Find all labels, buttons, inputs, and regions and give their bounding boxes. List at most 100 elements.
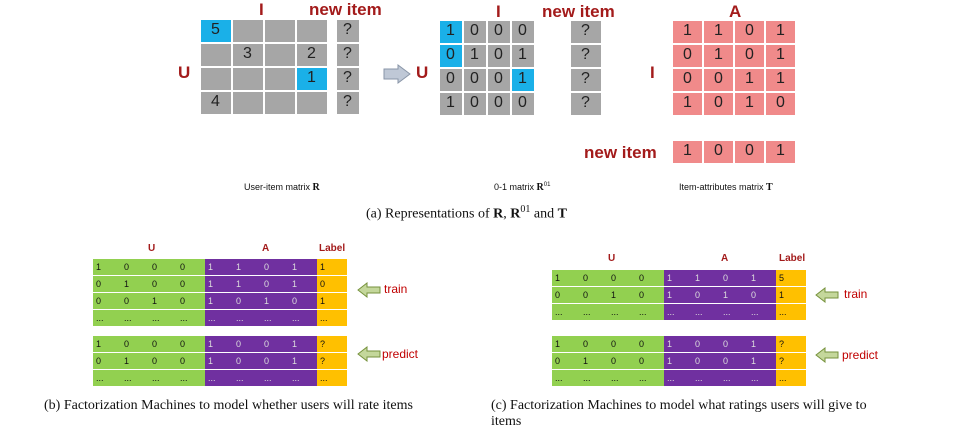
matrix-r-caption-symbol: R [312, 182, 320, 193]
fm-cell: ... [636, 304, 664, 320]
fm-cell: 0 [636, 287, 664, 303]
matrix-t-cell: 1 [766, 69, 795, 91]
fm-cell: ... [664, 370, 692, 386]
fm-cell: 1 [149, 293, 177, 309]
fm-cell: 0 [121, 259, 149, 275]
matrix-t-cell: 1 [704, 45, 733, 67]
matrix-r01-cell: 1 [512, 45, 534, 67]
fm-cell: 1 [205, 276, 233, 292]
matrix-t-cell: 0 [735, 21, 764, 43]
fm-cell: 1 [580, 353, 608, 369]
matrix-t-cell-value: 0 [745, 46, 754, 63]
matrix-r01-cell-value: 0 [446, 70, 455, 87]
caption-a-sup: 01 [520, 204, 531, 215]
matrix-r01-cell-value: 0 [470, 70, 479, 87]
matrix-t-col-label: A [729, 2, 742, 21]
fm-cell: ... [93, 370, 121, 386]
matrix-t-caption: Item-attributes matrix T [679, 182, 773, 193]
caption-a-comma: , [503, 206, 511, 222]
fm-cell: ... [692, 370, 720, 386]
fm-cell: ... [205, 310, 233, 326]
fm-cell: 1 [205, 259, 233, 275]
fm-cell: ... [636, 370, 664, 386]
fm-cell: ? [317, 353, 347, 369]
fm-cell: ... [552, 304, 580, 320]
caption-a-t: T [557, 206, 567, 222]
fm-cell: 1 [93, 336, 121, 352]
fm-cell: 0 [692, 287, 720, 303]
fm-cell: 0 [636, 336, 664, 352]
fm-c-header-label: Label [779, 253, 806, 264]
fm-cell: 0 [261, 276, 289, 292]
matrix-r01-cell: 1 [440, 21, 462, 43]
fm-cell: ? [317, 336, 347, 352]
fm-cell: 1 [205, 336, 233, 352]
fm-cell: 1 [552, 270, 580, 286]
fm-cell: 0 [692, 353, 720, 369]
caption-a-prefix: (a) Representations of [366, 206, 494, 222]
fm-cell: 5 [776, 270, 806, 286]
matrix-r-cell [265, 92, 295, 114]
matrix-r01-cell: 0 [488, 21, 510, 43]
fm-cell: 1 [664, 353, 692, 369]
fm-cell: 1 [748, 270, 776, 286]
matrix-r01-cell-value: 0 [494, 94, 503, 111]
matrix-r01-new-cell: ? [571, 69, 601, 91]
matrix-t-new-cell-value: 1 [776, 142, 785, 159]
caption-b: (b) Factorization Machines to model whet… [44, 398, 413, 413]
fm-cell: 1 [289, 259, 317, 275]
matrix-t-new-cell-value: 0 [745, 142, 754, 159]
matrix-t-cell-value: 1 [683, 22, 692, 39]
fm-cell: 1 [664, 336, 692, 352]
matrix-t-cell-value: 1 [745, 94, 754, 111]
matrix-r01-new-cell: ? [571, 45, 601, 67]
matrix-r01-cell: 0 [488, 69, 510, 91]
fm-cell: ... [93, 310, 121, 326]
fm-cell: ... [664, 304, 692, 320]
matrix-r01-cell-value: 0 [494, 22, 503, 39]
fm-cell: 0 [233, 293, 261, 309]
fm-cell: 0 [261, 259, 289, 275]
matrix-r01-new-cell-value: ? [581, 22, 590, 39]
fm-cell: 0 [149, 353, 177, 369]
fm-cell: 0 [636, 353, 664, 369]
matrix-r01-cell: 0 [464, 69, 486, 91]
fm-cell: 0 [608, 336, 636, 352]
matrix-t-cell-value: 0 [714, 70, 723, 87]
matrix-r01-cell-value: 1 [518, 46, 527, 63]
matrix-r-new-cell-value: ? [343, 69, 352, 86]
matrix-r01-cell: 1 [440, 93, 462, 115]
predict-arrow-icon [357, 346, 381, 362]
matrix-t-new-cell-value: 1 [683, 142, 692, 159]
matrix-t-caption-text: Item-attributes matrix [679, 182, 764, 192]
fm-cell: ... [289, 310, 317, 326]
matrix-r-cell: 5 [201, 20, 231, 42]
matrix-r-cell [201, 68, 231, 90]
fm-cell: ... [121, 370, 149, 386]
fm-cell: ... [692, 304, 720, 320]
train-arrow-icon [357, 282, 381, 298]
fm-cell: 0 [580, 270, 608, 286]
matrix-t-cell: 1 [766, 45, 795, 67]
fm-c-train-label: train [844, 287, 868, 301]
matrix-t-cell: 0 [704, 69, 733, 91]
fm-cell: 0 [121, 336, 149, 352]
matrix-r01-caption-sup: 01 [543, 182, 551, 188]
matrix-r-cell [297, 20, 327, 42]
matrix-r01-row-label: U [416, 63, 429, 82]
fm-cell: 1 [317, 293, 347, 309]
matrix-t-cell: 1 [766, 21, 795, 43]
fm-cell: 0 [93, 293, 121, 309]
matrix-t-cell-value: 1 [776, 46, 785, 63]
matrix-r01-new-cell-value: ? [581, 46, 590, 63]
fm-cell: 1 [261, 293, 289, 309]
fm-cell: ... [720, 304, 748, 320]
matrix-t-cell-value: 1 [776, 70, 785, 87]
fm-cell: 1 [748, 336, 776, 352]
fm-cell: ? [776, 336, 806, 352]
fm-cell: 1 [121, 353, 149, 369]
fm-cell: 0 [261, 353, 289, 369]
matrix-r-new-cell: ? [337, 44, 359, 66]
matrix-t-cell-value: 0 [683, 70, 692, 87]
matrix-t-cell-value: 0 [745, 22, 754, 39]
